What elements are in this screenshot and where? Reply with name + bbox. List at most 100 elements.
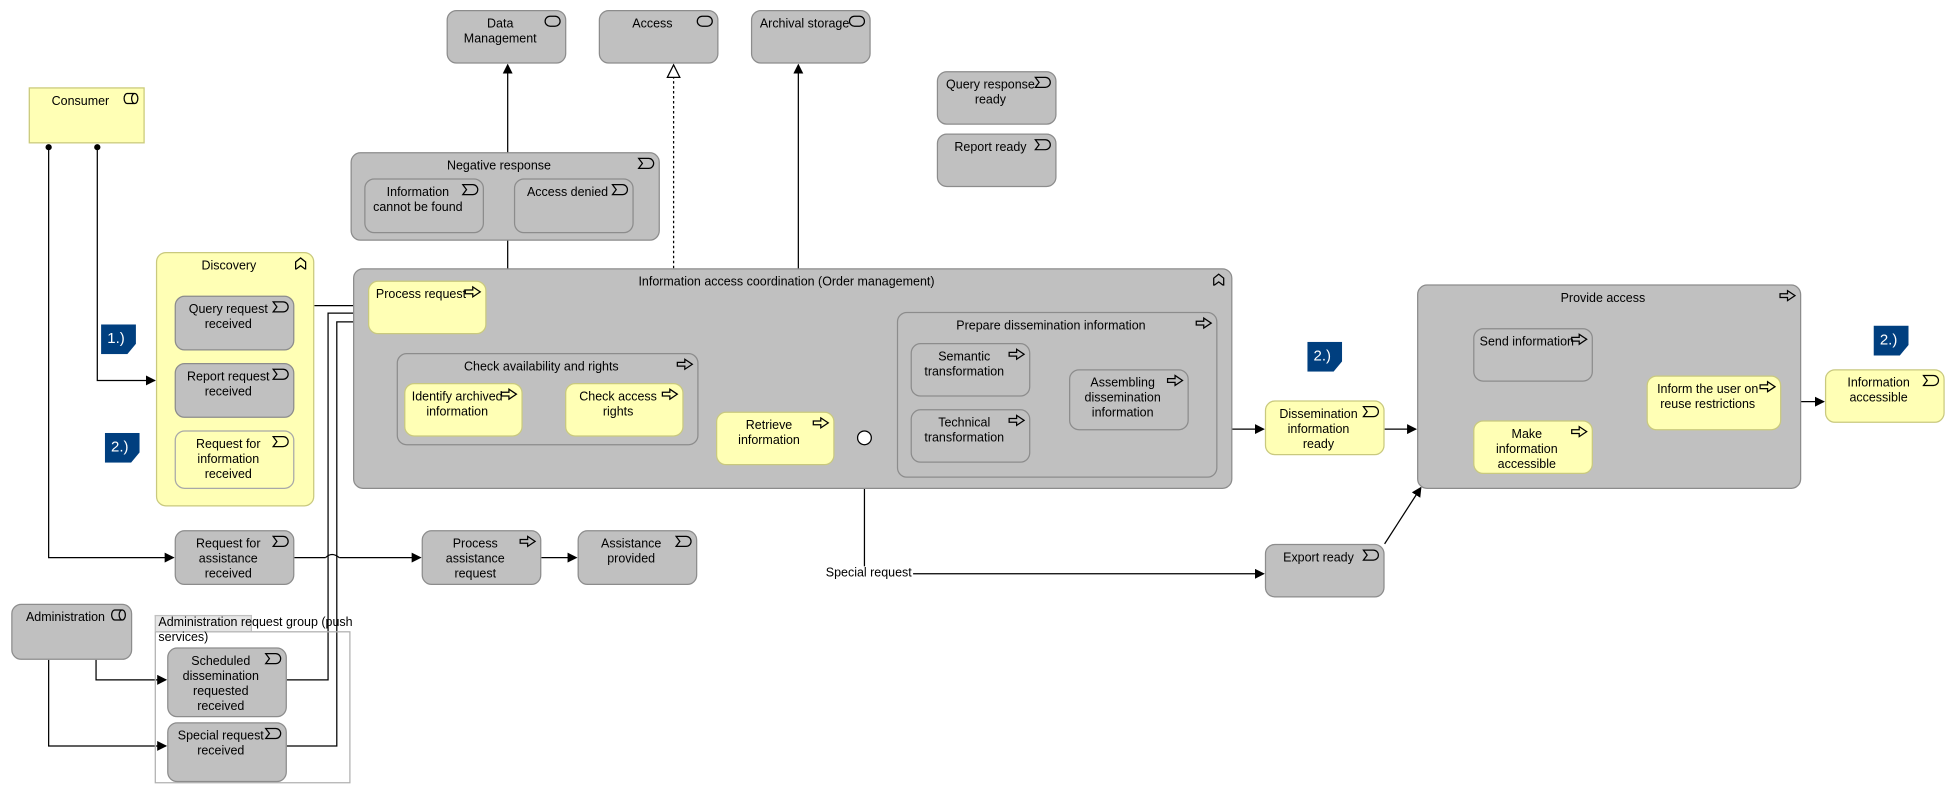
process-assistance-process[interactable]: Process assistance request [421,530,542,586]
node-label: Process assistance request [445,537,505,582]
event-icon [1034,139,1051,151]
event-icon [271,535,289,547]
node-label: Access [632,17,673,32]
node-label: Assembling dissemination information [1084,376,1161,421]
report-ready-event[interactable]: Report ready [936,133,1057,188]
node-label: Request for information received [196,437,261,482]
node-label: Semantic transformation [924,350,1005,380]
node-label: Process request [375,288,467,302]
node-label: Retrieve information [738,419,800,448]
event-icon [1362,406,1379,418]
process-arrow-icon [500,388,518,401]
assembling-dissemination-process[interactable]: Assembling dissemination information [1069,369,1189,431]
send-information-process[interactable]: Send information [1473,328,1593,382]
make-accessible-process[interactable]: Make information accessible [1473,420,1593,475]
service-icon [848,15,866,27]
process-request-process[interactable]: Process request [367,280,487,335]
node-label: Check access rights [579,390,657,420]
semantic-transformation-process[interactable]: Semantic transformation [910,343,1031,397]
function-icon [1213,273,1225,286]
process-arrow-icon [661,388,679,401]
archival-storage-service[interactable]: Archival storage [750,9,871,64]
node-label: Administration [25,611,105,625]
event-icon [461,183,479,196]
group-label: Administration request group (push servi… [158,616,353,645]
check-access-rights-process[interactable]: Check access rights [565,382,684,437]
node-label: Information cannot be found [373,185,463,215]
dissemination-ready-event[interactable]: Dissemination information ready [1264,400,1385,456]
access-service[interactable]: Access [598,9,719,64]
process-arrow-icon [1779,289,1797,302]
process-arrow-icon [812,416,830,430]
group-tab [154,614,252,632]
node-label: Make information accessible [1495,427,1558,472]
event-icon [1034,76,1051,88]
administration-role[interactable]: Administration [11,603,133,660]
assistance-provided-event[interactable]: Assistance provided [577,530,698,586]
node-label: Report ready [954,140,1027,155]
request-for-information-event[interactable]: Request for information received [174,430,295,489]
node-label: Send information [1479,335,1574,350]
process-arrow-icon [1759,380,1777,393]
process-arrow-icon [1166,374,1184,387]
event-icon [264,727,282,740]
edge-label-special-request: Special request [824,566,914,581]
process-arrow-icon [464,285,482,299]
node-label: Dissemination information ready [1279,407,1358,452]
information-accessible-event[interactable]: Information accessible [1824,369,1945,423]
node-label: Archival storage [759,17,850,32]
node-label: Scheduled dissemination requested receiv… [182,654,259,714]
node-label: Discovery [201,259,257,274]
node-label: Data Management [463,17,537,47]
role-icon [123,92,139,105]
node-label: Special request received [177,729,264,759]
process-arrow-icon [1571,333,1588,346]
identify-archived-process[interactable]: Identify archived information [404,382,523,437]
step-badge: 2.) [1307,341,1343,372]
node-label: Information accessible [1847,376,1910,406]
report-request-received-event[interactable]: Report request received [174,362,295,418]
node-label: Inform the user on reuse restrictions [1657,382,1759,412]
function-icon [295,257,307,270]
request-for-assistance-event[interactable]: Request for assistance received [174,530,295,586]
event-icon [271,435,289,448]
node-label: Identify archived information [411,390,503,420]
query-response-ready-event[interactable]: Query response ready [936,71,1057,125]
node-label: Query request received [188,303,268,332]
event-icon [674,535,692,547]
event-icon [271,301,289,313]
node-label: Negative response [446,159,551,174]
access-denied-event[interactable]: Access denied [513,178,634,234]
retrieve-information-process[interactable]: Retrieve information [716,411,835,466]
event-icon [1922,374,1940,387]
query-request-received-event[interactable]: Query request received [174,295,295,351]
consumer-role[interactable]: Consumer [28,87,145,144]
data-management-service[interactable]: Data Management [446,9,567,64]
or-junction[interactable] [856,430,872,446]
node-label: Assistance provided [601,537,662,567]
role-icon [111,609,126,621]
service-icon [544,15,561,27]
process-arrow-icon [1571,425,1588,438]
node-label: Consumer [51,94,110,109]
node-label: Request for assistance received [196,537,261,582]
admin-request-group[interactable] [154,631,351,784]
node-label: Check availability and rights [464,360,619,375]
node-label: Export ready [1283,551,1354,566]
info-not-found-event[interactable]: Information cannot be found [364,178,484,234]
scheduled-dissemination-event[interactable]: Scheduled dissemination requested receiv… [167,647,287,718]
inform-user-process[interactable]: Inform the user on reuse restrictions [1646,375,1782,431]
service-icon [696,15,713,27]
process-arrow-icon [1195,316,1213,330]
process-arrow-icon [519,535,537,548]
node-label: Access denied [526,185,609,200]
event-icon [1362,549,1379,561]
node-label: Report request received [187,370,270,400]
export-ready-event[interactable]: Export ready [1264,543,1385,598]
node-label: Query response ready [946,78,1035,108]
edge-export-provide [1384,486,1422,545]
special-request-received-event[interactable]: Special request received [167,722,287,783]
technical-transformation-process[interactable]: Technical transformation [910,409,1031,463]
edge-admin-special [48,659,168,751]
